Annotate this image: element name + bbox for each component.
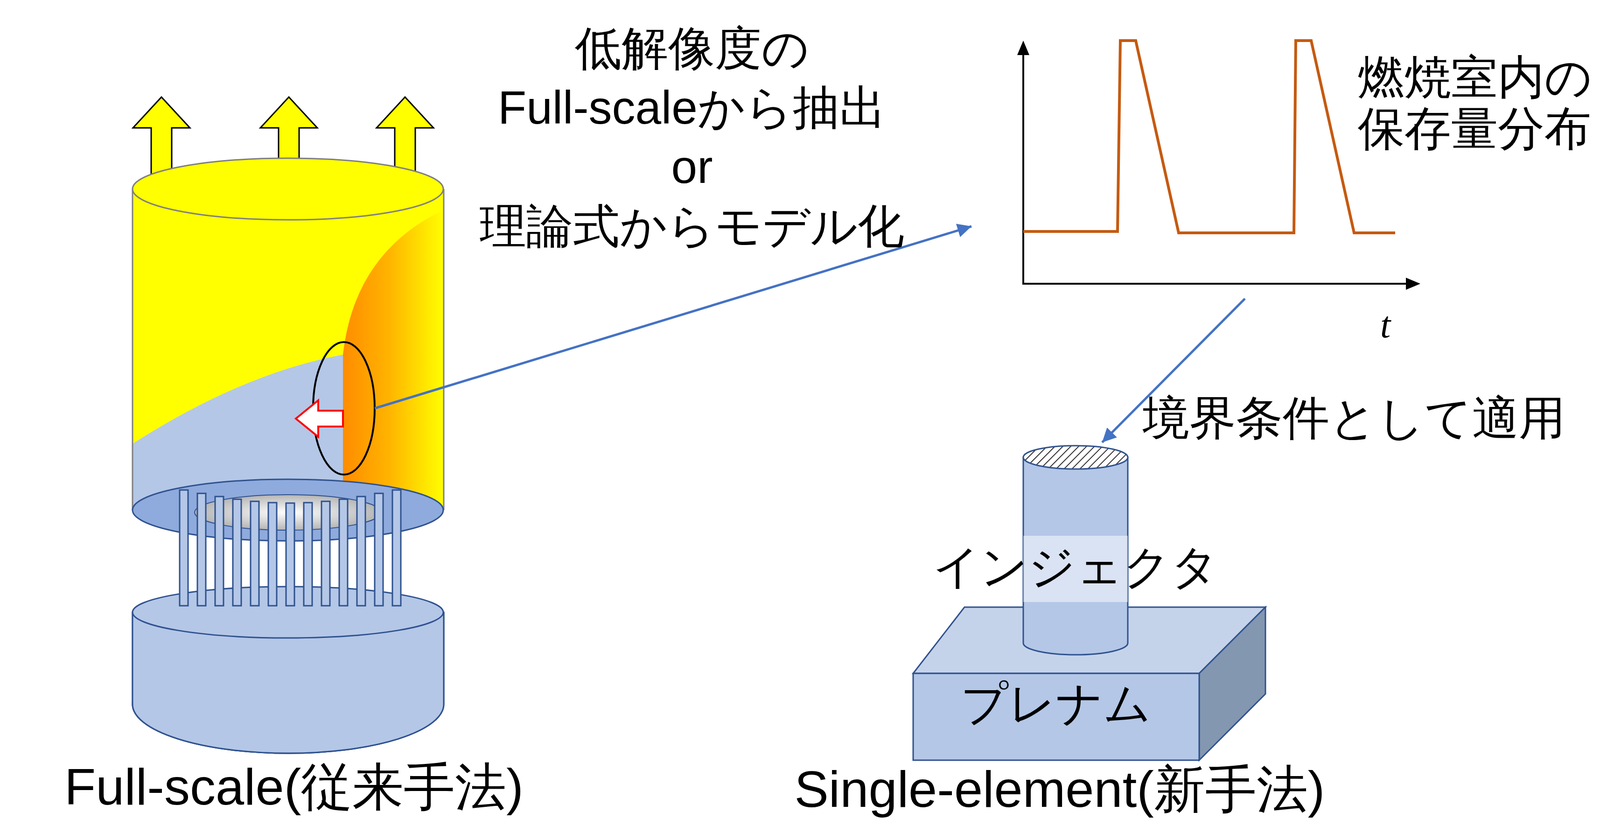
quantity-waveform — [1023, 40, 1396, 233]
plenum-label: プレナム — [960, 675, 1152, 732]
plenum-front-face — [913, 673, 1200, 761]
y-axis — [1022, 51, 1025, 285]
graphic-part: 理論式からモデル化 — [479, 196, 905, 256]
injector-pipe — [250, 501, 259, 606]
connector-arrow — [1102, 298, 1245, 443]
injector-pipe — [268, 502, 277, 606]
method-caption: Single-element(新手法) — [794, 758, 1325, 820]
edge-label: 低解像度の Full-scaleから抽出 or 理論式からモデル化 — [479, 18, 905, 256]
injector-inlet — [1023, 445, 1128, 469]
injector-pipe — [215, 496, 224, 606]
axis-label: t — [1380, 302, 1391, 348]
chamber-top — [132, 158, 444, 220]
graphic-part: Full-scaleから抽出 — [479, 77, 905, 138]
graphic-part: 燃焼室内の — [1357, 51, 1593, 103]
flow-direction-arrow — [295, 400, 343, 437]
injector: インジェクタ — [1023, 445, 1128, 656]
single-element-model: Single-element(新手法) インジェクタプレナム — [733, 433, 1387, 838]
extraction-region — [313, 342, 375, 475]
injector-pipe — [374, 493, 384, 606]
plenum-side-face — [1199, 607, 1266, 761]
graphic-part: or — [479, 137, 905, 197]
method-caption: Full-scale(従来手法) — [64, 755, 524, 818]
connector-arrow — [374, 226, 972, 409]
injector-pipe — [286, 503, 295, 606]
injector-pipe — [392, 489, 401, 606]
injector-pipe — [179, 489, 189, 606]
y-axis-head — [1017, 40, 1030, 56]
injector-pipe — [232, 499, 242, 606]
chamber-edge — [443, 188, 445, 511]
graphic-part: 保存量分布 — [1357, 102, 1593, 154]
edge-label: 境界条件として適用 — [1142, 389, 1566, 446]
graphic-part: 低解像度の — [479, 18, 905, 78]
injector-label: インジェクタ — [932, 538, 1219, 595]
chart-area: 燃焼室内の 保存量分布 — [970, 18, 1596, 299]
injector-pipe — [339, 499, 348, 606]
injector-pipe — [197, 493, 206, 606]
injector-pipes — [179, 489, 401, 606]
x-axis — [1022, 282, 1410, 285]
full-scale-model: Full-scale(従来手法) — [4, 88, 584, 836]
chart-title: 燃焼室内の 保存量分布 — [1357, 51, 1593, 154]
plenum-cylinder — [132, 586, 444, 754]
injector-pipe — [321, 501, 330, 606]
injector-pipe — [356, 496, 366, 606]
chamber-edge — [132, 188, 134, 511]
x-axis-head — [1405, 277, 1421, 290]
injector-pipe — [303, 502, 313, 606]
